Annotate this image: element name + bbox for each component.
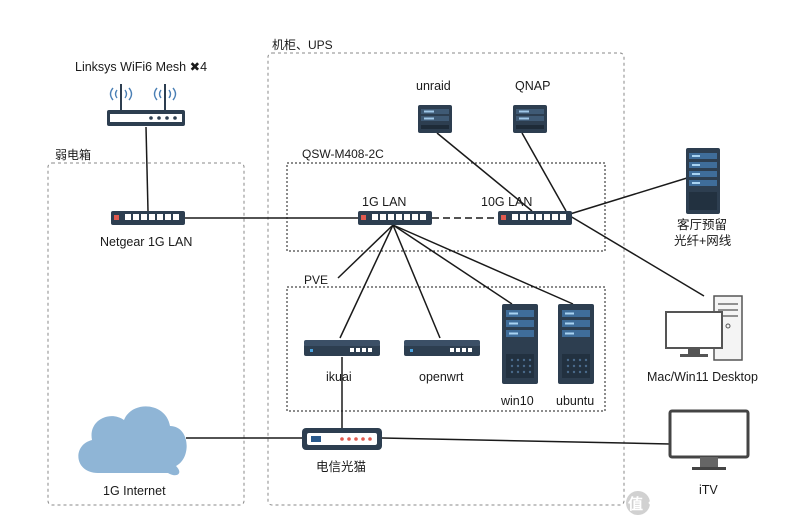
cabinet-group-label: 机柜、UPS xyxy=(272,38,333,52)
cabinet-group-border xyxy=(267,52,625,506)
link-10glan-desktop xyxy=(569,215,705,297)
win10-server-icon xyxy=(502,304,538,384)
qnap-label: QNAP xyxy=(515,79,550,93)
pve-group-label: PVE xyxy=(304,273,328,287)
reserved-label-line2: 光纤+网线 xyxy=(674,234,732,248)
openwrt-label: openwrt xyxy=(419,370,464,384)
unraid-nas-icon xyxy=(418,105,452,133)
linksys-label: Linksys WiFi6 Mesh ✖4 xyxy=(75,60,207,74)
pve-group-border xyxy=(286,286,606,412)
1g-lan-switch-icon xyxy=(358,211,432,225)
watermark: 值 什么值得买 xyxy=(626,491,723,515)
10g-lan-label: 10G LAN xyxy=(481,195,532,209)
ikuai-label: ikuai xyxy=(326,370,352,384)
weak-box-group-label: 弱电箱 xyxy=(55,147,91,162)
ubuntu-server-icon xyxy=(558,304,594,384)
linksys-mesh-device xyxy=(107,84,185,126)
10g-lan-switch-icon xyxy=(498,211,572,225)
weak-box-group-border xyxy=(47,162,245,506)
link-linksys-netgear xyxy=(145,126,149,212)
tv-icon xyxy=(668,409,750,470)
internet-label: 1G Internet xyxy=(103,484,166,498)
1g-lan-label: 1G LAN xyxy=(362,195,406,209)
switch-group-border xyxy=(286,162,606,252)
desktop-label: Mac/Win11 Desktop xyxy=(647,370,758,384)
unraid-label: unraid xyxy=(416,79,451,93)
link-modem-itv xyxy=(381,437,671,445)
netgear-label: Netgear 1G LAN xyxy=(100,235,192,249)
reserved-server-icon xyxy=(686,148,720,214)
switch-group-label: QSW-M408-2C xyxy=(302,147,384,161)
link-10glan-reserved xyxy=(569,177,688,215)
link-1glan-pve-label xyxy=(337,224,394,279)
cloud-icon xyxy=(78,406,187,476)
optical-modem-icon xyxy=(302,428,382,450)
modem-label: 电信光猫 xyxy=(316,460,366,474)
connections xyxy=(145,126,705,445)
link-1glan-ikuai xyxy=(339,224,394,339)
netgear-switch-icon xyxy=(111,211,185,225)
link-1glan-win10 xyxy=(392,224,513,305)
desktop-computer-icon xyxy=(665,295,743,361)
watermark-text: 值 什么值得买 xyxy=(628,495,723,513)
ikuai-router-icon xyxy=(304,340,380,356)
link-unraid-10glan xyxy=(436,132,533,212)
itv-label: iTV xyxy=(699,483,718,497)
openwrt-router-icon xyxy=(404,340,480,356)
win10-label: win10 xyxy=(500,394,534,408)
link-1glan-ubuntu xyxy=(392,224,574,305)
link-1glan-openwrt xyxy=(392,224,441,339)
reserved-label-line1: 客厅预留 xyxy=(677,217,727,232)
link-qnap-10glan xyxy=(521,132,567,212)
qnap-nas-icon xyxy=(513,105,547,133)
ubuntu-label: ubuntu xyxy=(556,394,594,408)
